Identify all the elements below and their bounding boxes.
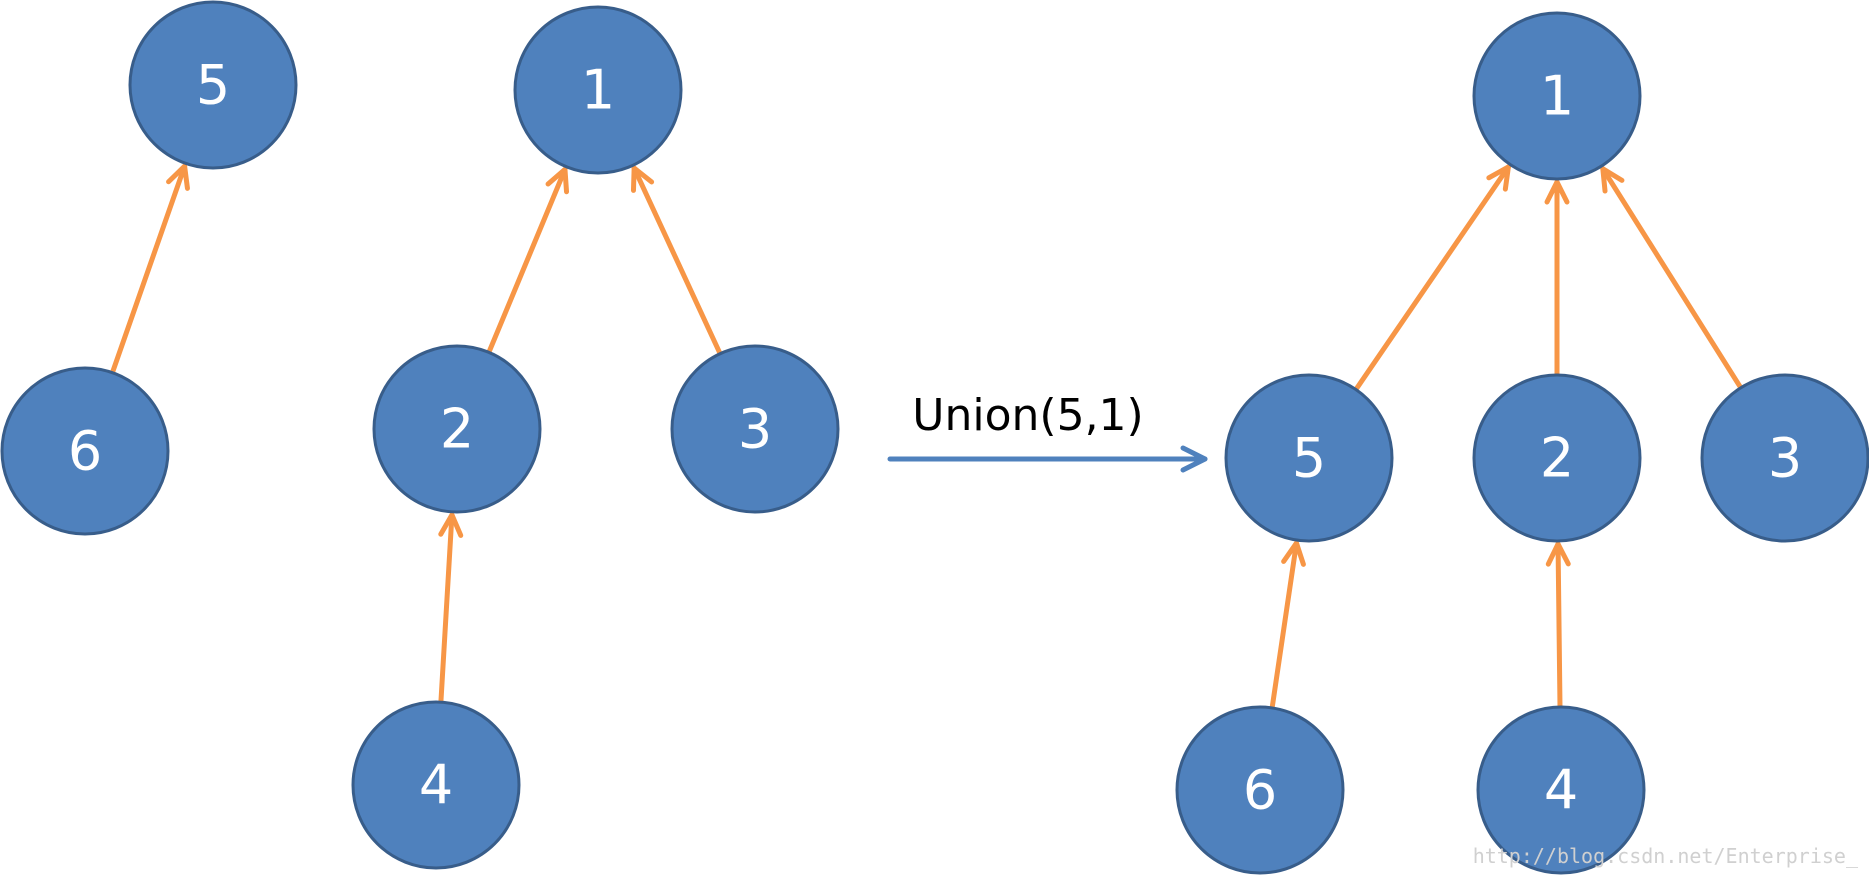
edge-4-to-2-b4-b2 bbox=[438, 512, 464, 707]
node-3-c3: 3 bbox=[1700, 373, 1869, 543]
node-circle-c4 bbox=[1476, 705, 1646, 875]
edge-3-to-1-b3-b1-arrowhead bbox=[630, 165, 655, 193]
node-label-b4: 4 bbox=[419, 754, 453, 817]
node-circle-a5 bbox=[128, 0, 298, 170]
node-circle-b2 bbox=[372, 344, 542, 514]
edge-2-to-1-b2-b1 bbox=[485, 166, 570, 357]
watermark-text: http://blog.csdn.net/Enterprise_ bbox=[1473, 844, 1859, 868]
union-operation-label: Union(5,1) bbox=[912, 390, 1143, 441]
edge-4-to-2-c4-c2 bbox=[1545, 541, 1571, 712]
edge-3-to-1-b3-b1 bbox=[630, 165, 724, 358]
edge-2-to-1-b2-b1-line bbox=[485, 166, 568, 357]
edge-6-to-5-c6-c5-line bbox=[1269, 540, 1299, 713]
edge-4-to-2-c4-c2-line bbox=[1555, 541, 1563, 712]
edge-4-to-2-b4-b2-line bbox=[438, 512, 455, 707]
node-label-c5: 5 bbox=[1292, 427, 1326, 490]
edge-3-to-1-c3-c1 bbox=[1600, 166, 1745, 392]
node-6-a6: 6 bbox=[0, 366, 170, 536]
node-circle-b3 bbox=[670, 344, 840, 514]
edge-2-to-1-b2-b1-arrowhead bbox=[545, 166, 570, 195]
edge-6-to-5-c6-c5 bbox=[1269, 540, 1306, 713]
edge-2-to-1-c2-c1-arrowhead bbox=[1544, 179, 1570, 205]
node-2-c2: 2 bbox=[1472, 373, 1642, 543]
node-circle-c2 bbox=[1472, 373, 1642, 543]
node-label-a6: 6 bbox=[68, 420, 102, 483]
edge-2-to-1-c2-c1 bbox=[1544, 179, 1570, 380]
node-label-c2: 2 bbox=[1540, 427, 1574, 490]
edge-5-to-1-c5-c1-arrowhead bbox=[1486, 164, 1511, 192]
node-circle-c6 bbox=[1175, 705, 1345, 875]
edge-6-to-5-a6-a5-line bbox=[109, 163, 188, 378]
edge-6-to-5-a6-a5 bbox=[109, 163, 190, 378]
node-circle-c3 bbox=[1700, 373, 1869, 543]
node-3-b3: 3 bbox=[670, 344, 840, 514]
node-label-c3: 3 bbox=[1768, 427, 1802, 490]
node-label-c4: 4 bbox=[1544, 759, 1578, 822]
edge-3-to-1-b3-b1-line bbox=[631, 165, 724, 358]
node-5-c5: 5 bbox=[1224, 373, 1394, 543]
node-label-c6: 6 bbox=[1243, 759, 1277, 822]
node-4-c4: 4 bbox=[1476, 705, 1646, 875]
node-label-b3: 3 bbox=[738, 398, 772, 461]
node-2-b2: 2 bbox=[372, 344, 542, 514]
edge-3-to-1-c3-c1-line bbox=[1600, 166, 1745, 392]
node-label-c1: 1 bbox=[1540, 65, 1574, 128]
edge-3-to-1-c3-c1-arrowhead bbox=[1600, 166, 1625, 194]
edge-4-to-2-b4-b2-arrowhead bbox=[438, 512, 464, 538]
edge-6-to-5-a6-a5-arrowhead bbox=[166, 163, 190, 191]
node-label-a5: 5 bbox=[196, 54, 230, 117]
node-label-b2: 2 bbox=[440, 398, 474, 461]
node-circle-b4 bbox=[351, 700, 521, 870]
edge-6-to-5-c6-c5-arrowhead bbox=[1281, 540, 1306, 567]
node-4-b4: 4 bbox=[351, 700, 521, 870]
node-6-c6: 6 bbox=[1175, 705, 1345, 875]
node-circle-a6 bbox=[0, 366, 170, 536]
union-operation-arrow-arrowhead bbox=[1180, 445, 1208, 473]
node-label-b1: 1 bbox=[581, 59, 615, 122]
node-circle-b1 bbox=[513, 5, 683, 175]
union-operation: Union(5,1) bbox=[887, 390, 1208, 473]
edge-4-to-2-c4-c2-arrowhead bbox=[1545, 541, 1571, 567]
edge-5-to-1-c5-c1-line bbox=[1352, 164, 1511, 394]
node-circle-c1 bbox=[1472, 11, 1642, 181]
edges-layer bbox=[109, 163, 1745, 713]
node-1-b1: 1 bbox=[513, 5, 683, 175]
union-operation-arrow bbox=[887, 445, 1208, 473]
node-5-a5: 5 bbox=[128, 0, 298, 170]
edge-5-to-1-c5-c1 bbox=[1352, 164, 1511, 394]
node-1-c1: 1 bbox=[1472, 11, 1642, 181]
node-circle-c5 bbox=[1224, 373, 1394, 543]
